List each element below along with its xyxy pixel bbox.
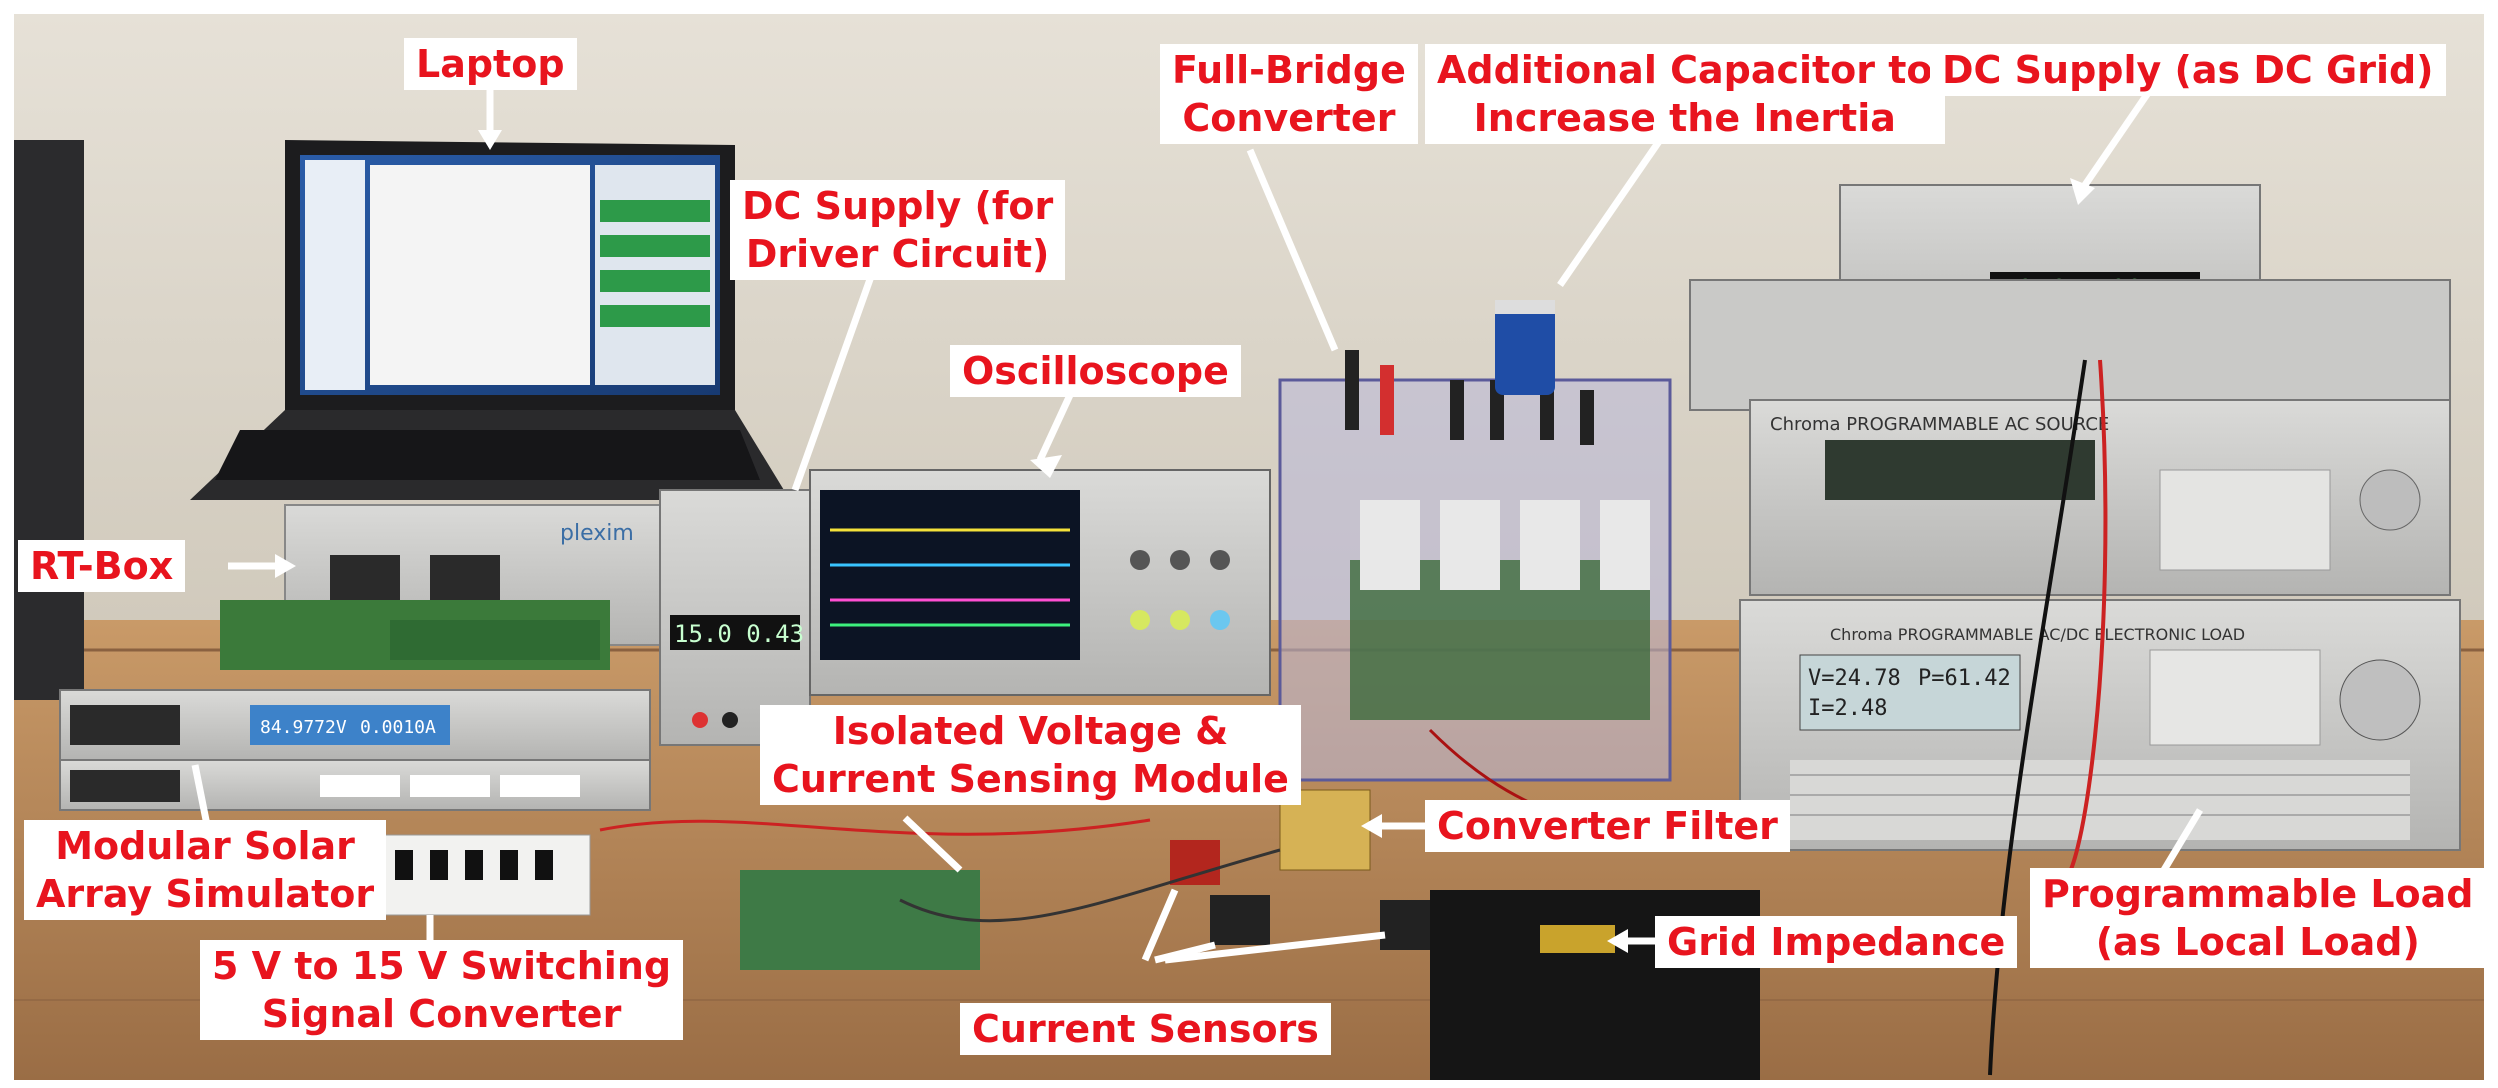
driver-supply-display: 15.0 0.43 bbox=[674, 620, 804, 648]
solar-current-readout: 0.0010A bbox=[360, 717, 436, 738]
label-current-sensors: Current Sensors bbox=[960, 1003, 1331, 1055]
solar-array-simulator: 84.9772V 0.0010A bbox=[59, 689, 651, 811]
label-grid-impedance: Grid Impedance bbox=[1655, 916, 2018, 968]
ac-source-label: Chroma PROGRAMMABLE AC SOURCE bbox=[1770, 414, 2109, 435]
oscilloscope bbox=[809, 469, 1271, 696]
solar-voltage-readout: 84.9772V bbox=[260, 717, 347, 738]
label-laptop: Laptop bbox=[404, 38, 577, 90]
dark-cabinet bbox=[14, 140, 84, 700]
additional-capacitor bbox=[1495, 300, 1555, 395]
load-voltage-readout: V=24.78 bbox=[1808, 666, 1901, 691]
current-sensor-3 bbox=[1380, 900, 1435, 950]
rtbox-brand: plexim bbox=[560, 521, 634, 546]
label-dc-supply-grid: DC Supply (as DC Grid) bbox=[1930, 44, 2446, 96]
load-current-readout: I=2.48 bbox=[1808, 696, 1887, 721]
label-converter-filter: Converter Filter bbox=[1425, 800, 1790, 852]
label-programmable-load: Programmable Load(as Local Load) bbox=[2030, 868, 2486, 968]
grid-impedance-resistor bbox=[1540, 925, 1615, 953]
load-power-readout: P=61.42 bbox=[1918, 666, 2011, 691]
label-isolated-sensing-module: Isolated Voltage &Current Sensing Module bbox=[760, 705, 1301, 805]
sensing-module-board bbox=[740, 870, 980, 970]
programmable-load: V=24.78 P=61.42 I=2.48 Chroma PROGRAMMAB… bbox=[1739, 599, 2461, 851]
dc-supply-driver: 15.0 0.43 bbox=[659, 489, 811, 746]
current-sensor-2 bbox=[1210, 895, 1270, 945]
label-oscilloscope: Oscilloscope bbox=[950, 345, 1241, 397]
label-rt-box: RT-Box bbox=[18, 540, 186, 592]
current-sensor-1 bbox=[1170, 840, 1220, 885]
chroma-ac-source: Chroma PROGRAMMABLE AC SOURCE bbox=[1689, 279, 2451, 596]
full-bridge-converter bbox=[1278, 350, 1672, 782]
load-brand-label: Chroma PROGRAMMABLE AC/DC ELECTRONIC LOA… bbox=[1830, 625, 2245, 644]
laptop bbox=[190, 140, 790, 500]
